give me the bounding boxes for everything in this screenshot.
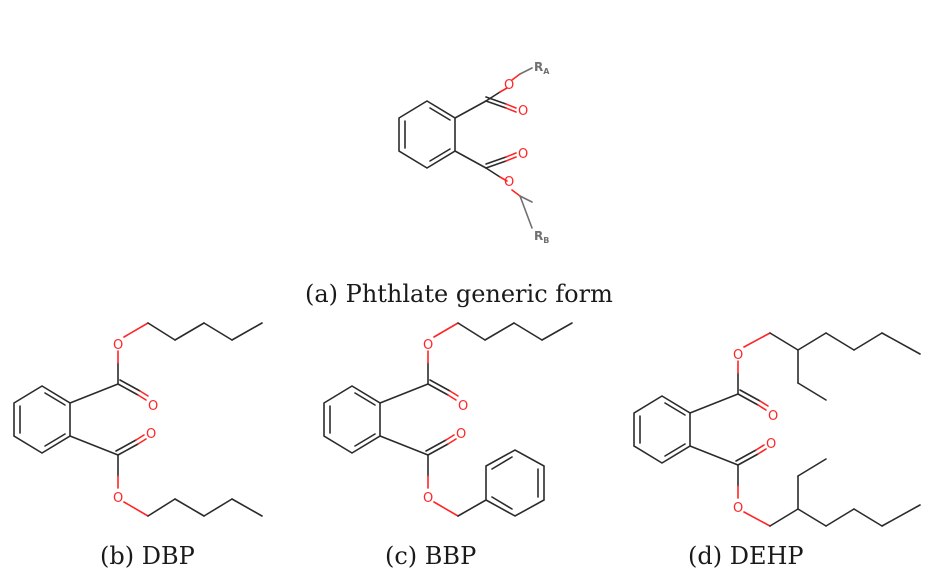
oxygen-label: O	[733, 501, 743, 516]
r-letter: R	[534, 229, 543, 243]
benzene-ring	[13, 385, 71, 454]
structure-bbp: O O O O	[323, 322, 573, 517]
structure-dehp: O O O O	[633, 332, 921, 527]
oxygen-label: O	[423, 338, 433, 353]
r-group-b-label: RB	[534, 229, 549, 245]
oxygen-label: O	[458, 399, 468, 414]
oxygen-label: O	[504, 78, 514, 93]
r-subscript-a: A	[543, 67, 550, 76]
oxygen-label: O	[146, 427, 156, 442]
r-letter: R	[534, 60, 543, 74]
benzene-ring	[323, 385, 381, 454]
oxygen-label: O	[423, 491, 433, 506]
oxygen-label: O	[456, 427, 466, 442]
caption-generic: (a) Phthlate generic form	[305, 280, 613, 308]
structure-dbp: O O O O	[13, 322, 263, 517]
benzene-ring	[398, 100, 456, 169]
benzyl-ring	[485, 449, 545, 517]
oxygen-label: O	[768, 409, 778, 424]
benzene-ring	[633, 395, 691, 464]
oxygen-label: O	[113, 338, 123, 353]
oxygen-label: O	[148, 399, 158, 414]
oxygen-label: O	[518, 104, 528, 119]
r-group-a-label: RA	[534, 60, 550, 76]
caption-bbp: (c) BBP	[385, 542, 477, 570]
oxygen-label: O	[113, 491, 123, 506]
structure-generic: O O O O RA RB	[398, 60, 550, 245]
oxygen-label: O	[504, 175, 514, 190]
oxygen-label: O	[518, 147, 528, 162]
oxygen-label: O	[766, 437, 776, 452]
caption-dehp: (d) DEHP	[688, 542, 804, 570]
caption-dbp: (b) DBP	[100, 542, 195, 570]
r-subscript-b: B	[543, 236, 549, 245]
oxygen-label: O	[733, 348, 743, 363]
